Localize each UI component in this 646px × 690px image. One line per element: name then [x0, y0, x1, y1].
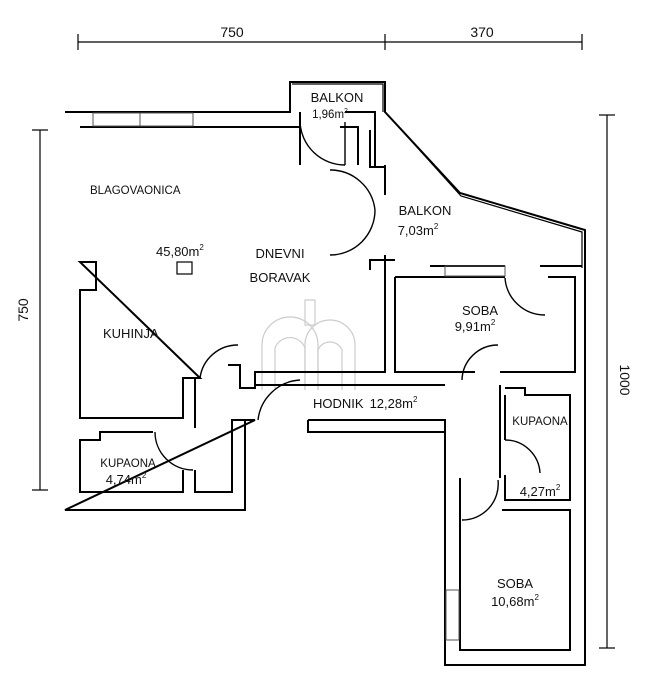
dimension-top-right: 370: [470, 24, 494, 40]
room-name: DNEVNI: [255, 246, 304, 261]
soba-2-outline: [459, 509, 571, 651]
doors: [154, 121, 546, 521]
room-name: KUPAONA: [512, 416, 568, 428]
room-name: BALKON: [399, 203, 452, 218]
balcony-rail: [292, 83, 583, 268]
windows: [92, 112, 506, 641]
room-area: 4,27m2: [520, 483, 561, 499]
room-name: BALKON: [311, 90, 364, 105]
room-name: SOBA: [497, 576, 533, 591]
living-room-outline: [77, 126, 386, 419]
room-name: KUHINJA: [103, 326, 159, 341]
room-name: BORAVAK: [250, 270, 311, 285]
room-area: 4,74m2: [106, 471, 147, 487]
balkon-small-inner: [299, 111, 376, 167]
dimension-left: 750: [15, 298, 31, 322]
dimension-lines: [32, 34, 615, 649]
dimension-top-left: 750: [220, 24, 244, 40]
chimney-box: [176, 261, 193, 275]
balcony-large-outline: [369, 130, 582, 270]
room-area: 10,68m2: [491, 593, 539, 609]
kupaona-right-outline: [504, 387, 571, 501]
room-area: 45,80m2: [156, 243, 204, 259]
room-name: BLAGOVAONICA: [90, 185, 181, 197]
outer-wall: [64, 81, 586, 666]
room-area: 9,91m2: [455, 318, 496, 334]
soba-1-outline: [394, 276, 576, 373]
room-name: KUPAONA: [100, 458, 156, 470]
watermark-logo: [261, 299, 356, 390]
dimension-right: 1000: [617, 364, 633, 395]
hodnik-outline: [255, 384, 501, 510]
room-area: 7,03m2: [398, 222, 439, 238]
kupaona-left-outline: [79, 377, 245, 493]
room-area: 1,96m2: [312, 108, 348, 121]
room-name: SOBA: [462, 303, 498, 318]
